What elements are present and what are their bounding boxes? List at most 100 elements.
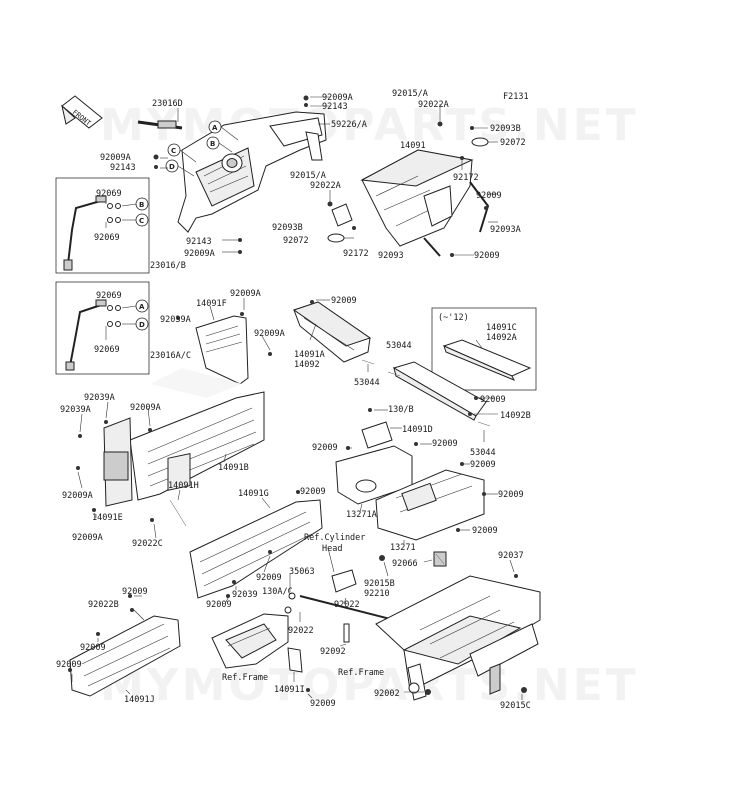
label-23016d: 23016D (152, 99, 183, 109)
box-23016ac: A D (55, 281, 150, 375)
label-upto-2012: (~'12) (438, 313, 469, 323)
bracket-14091i (211, 613, 313, 699)
label-92009-center4: 92009 (300, 487, 326, 497)
frame-assembly (375, 575, 541, 701)
label-92015c: 92015C (500, 701, 531, 711)
ref-frame-right: Ref.Frame (338, 668, 384, 678)
panel-14091g (150, 453, 323, 603)
label-14091c: 14091C (486, 323, 517, 333)
label-92009a-upper2: 92009A (254, 329, 285, 339)
label-14091d: 14091D (402, 425, 433, 435)
svg-text:A: A (212, 124, 218, 132)
label-92009a-mid2: 92009A (62, 491, 93, 501)
label-14091g: 14091G (238, 489, 269, 499)
label-13271a: 13271A (346, 510, 377, 520)
label-14091f: 14091F (196, 299, 227, 309)
label-92069-d: 92069 (94, 345, 120, 355)
label-92009-right4: 92009 (470, 460, 496, 470)
watermark-bottom: MYMOTOPARTS.NET (100, 660, 639, 711)
callout-c-icon: C (167, 143, 181, 157)
label-92009a-mid: 92009A (130, 403, 161, 413)
label-92072-top: 92072 (500, 138, 526, 148)
box-23016b: B C (55, 177, 150, 274)
label-53044-b: 53044 (354, 378, 380, 388)
callout-d-icon: D (165, 159, 179, 173)
label-92009-right3: 92009 (480, 395, 506, 405)
plate-13271 (375, 462, 498, 544)
svg-text:D: D (139, 321, 145, 329)
label-53044-a: 53044 (386, 341, 412, 351)
label-92022c: 92022C (132, 539, 163, 549)
rail-14091a (292, 299, 375, 372)
label-92093a: 92093A (490, 225, 521, 235)
label-14091h: 14091H (168, 481, 199, 491)
label-92009-center3: 92009 (432, 439, 458, 449)
label-92009a-left: 92009A (100, 153, 131, 163)
label-14091e: 14091E (92, 513, 123, 523)
label-92009a-top: 92009A (322, 93, 353, 103)
label-59226a: 59226/A (331, 120, 367, 130)
label-92009-center5: 92009 (256, 573, 282, 583)
label-92039a-mid1: 92039A (84, 393, 115, 403)
label-92039a-upper: 92039A (160, 315, 191, 325)
svg-text:C: C (171, 147, 176, 155)
label-92039: 92039 (232, 590, 258, 600)
label-92172-mid: 92172 (343, 249, 369, 259)
label-92022-b: 92022 (288, 626, 314, 636)
label-14091b: 14091B (218, 463, 249, 473)
watermark-top: MYMOTOPARTS.NET (100, 100, 639, 151)
label-23016b: 23016/B (150, 261, 186, 271)
shaft-35063 (284, 547, 518, 647)
label-92092: 92092 (320, 647, 346, 657)
label-92143-top: 92143 (322, 102, 348, 112)
label-92009-center6: 92009 (206, 600, 232, 610)
label-14092b: 14092B (500, 411, 531, 421)
label-92210: 92210 (364, 589, 390, 599)
label-92009a-upper: 92009A (230, 289, 261, 299)
label-35063: 35063 (289, 567, 315, 577)
label-92009-right5: 92009 (498, 490, 524, 500)
svg-text:B: B (139, 201, 144, 209)
label-130ac: 130A/C (262, 587, 293, 597)
label-92172-top: 92172 (453, 173, 479, 183)
tray-14091 (327, 104, 498, 257)
label-92069-a: 92069 (96, 189, 122, 199)
label-92022a-mid: 92022A (310, 181, 341, 191)
label-14091i: 14091I (274, 685, 305, 695)
label-92069-c: 92069 (96, 291, 122, 301)
label-92015a-top: 92015/A (392, 89, 428, 99)
front-arrow-icon: FRONT (61, 95, 103, 129)
label-92009-left3: 92009 (56, 660, 82, 670)
svg-text:A: A (139, 303, 145, 311)
ref-cylinder-head-1: Ref.Cylinder (304, 533, 365, 543)
label-92009-center7: 92009 (310, 699, 336, 709)
svg-text:D: D (169, 163, 175, 171)
svg-text:B: B (210, 140, 215, 148)
callout-b-icon: B (206, 136, 220, 150)
label-53044-c: 53044 (470, 448, 496, 458)
ref-frame-left: Ref.Frame (222, 673, 268, 683)
ref-cylinder-head-2: Head (322, 544, 342, 554)
label-92009a-mid3: 92009A (72, 533, 103, 543)
label-92009-left1: 92009 (122, 587, 148, 597)
label-130b: 130/B (388, 405, 414, 415)
panel-14091b (76, 391, 265, 518)
label-14092a: 14092A (486, 333, 517, 343)
cover-14091f (150, 298, 272, 398)
label-92069-b: 92069 (94, 233, 120, 243)
callout-a-icon: A (208, 120, 222, 134)
label-92015b: 92015B (364, 579, 395, 589)
label-23016ac: 23016A/C (150, 351, 191, 361)
rail-14092b (387, 361, 498, 442)
label-92009-center1: 92009 (331, 296, 357, 306)
label-14091: 14091 (400, 141, 426, 151)
label-92009-right1: 92009 (476, 191, 502, 201)
label-92143-bottom: 92143 (186, 237, 212, 247)
label-92022a-top: 92022A (418, 100, 449, 110)
label-92009-left2: 92009 (80, 643, 106, 653)
label-92039a-mid2: 92039A (60, 405, 91, 415)
label-92143-left: 92143 (110, 163, 136, 173)
label-92022b: 92022B (88, 600, 119, 610)
box-upto-2012 (431, 307, 537, 391)
